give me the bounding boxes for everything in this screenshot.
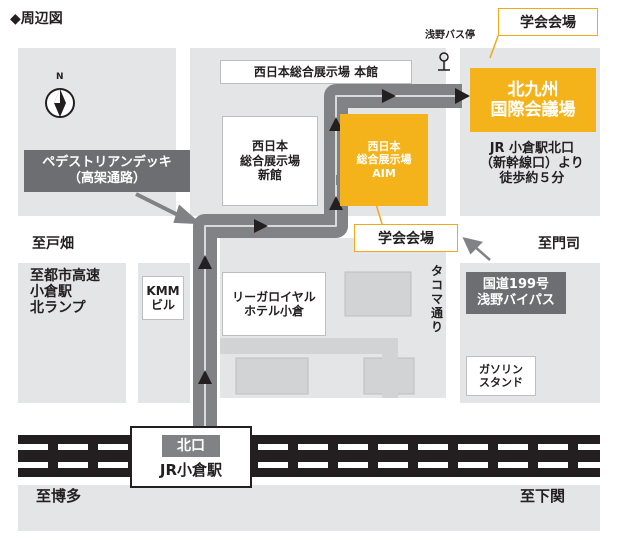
- arrow-up-4: [329, 117, 343, 131]
- arrow-up-2: [198, 255, 212, 269]
- venue-badge-mid: 学会会場: [354, 224, 458, 252]
- hall-new-label: 西日本 総合展示場 新館: [222, 116, 318, 206]
- arrow-right-1: [254, 219, 268, 233]
- building-ne: [344, 271, 412, 317]
- pedestrian-deck-label: ペデストリアンデッキ （高架通路）: [24, 150, 190, 192]
- building-mid-west: [235, 357, 309, 395]
- block-west-lower: [18, 263, 126, 403]
- arrow-right-kokusai: [455, 88, 470, 104]
- compass-icon: [45, 88, 75, 118]
- walkway-light: [220, 338, 398, 398]
- block-bottom: [18, 485, 600, 531]
- bus-stop-label: 浅野バス停: [425, 30, 475, 41]
- bypass-label: 国道199号 浅野バイパス: [466, 272, 566, 314]
- compass-label: N: [56, 72, 64, 82]
- station-exit: 北口: [162, 435, 220, 457]
- direction-expressway: 至都市高速 小倉駅 北ランプ: [30, 268, 100, 317]
- arrow-up-3: [329, 196, 343, 210]
- railway: [18, 435, 600, 477]
- bus-stop-icon: [438, 52, 450, 71]
- hall-main-label: 西日本総合展示場 本館: [220, 60, 412, 84]
- arrow-right-2: [382, 89, 396, 103]
- pointer-lines: [135, 192, 491, 261]
- walk-note: JR 小倉駅北口 （新幹線口）より 徒歩約５分: [480, 141, 584, 186]
- kokusai-venue: 北九州 国際会議場: [470, 68, 596, 132]
- direction-hakata: 至博多: [36, 487, 82, 505]
- direction-tobata: 至戸畑: [32, 236, 74, 252]
- venue-badge-top: 学会会場: [498, 8, 598, 36]
- direction-shimonoseki: 至下関: [520, 487, 566, 505]
- gas-station: ガソリン スタンド: [466, 356, 536, 396]
- kmm-building: KMM ビル: [142, 276, 184, 320]
- station-name: JR小倉駅: [159, 461, 223, 479]
- badge-pointers: [375, 35, 499, 225]
- aim-venue: 西日本 総合展示場 AIM: [340, 114, 428, 206]
- buildings: [235, 271, 415, 395]
- direction-monji: 至門司: [538, 236, 580, 252]
- rihga-hotel: リーガロイヤル ホテル小倉: [222, 272, 326, 336]
- map-title: ◆周辺図: [10, 11, 63, 27]
- station-block: 北口 JR小倉駅: [130, 426, 252, 488]
- tacoma-street-label: タ コ マ 通 り: [431, 264, 444, 334]
- arrow-up-1: [198, 370, 212, 384]
